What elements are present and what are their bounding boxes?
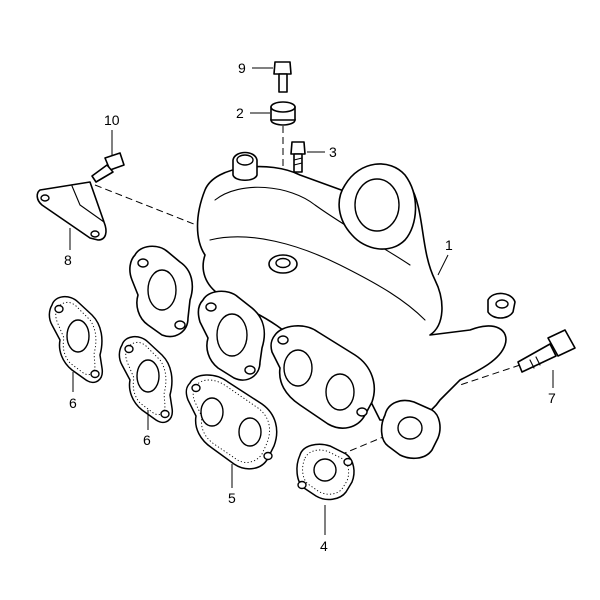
callout-1: 1 [445,237,453,253]
gasket-6b [118,336,174,424]
callout-9: 9 [238,60,246,76]
bolt-10 [91,152,125,183]
callout-3: 3 [329,144,337,160]
cap-2 [270,101,296,126]
callout-8: 8 [64,252,72,268]
callouts: 9 2 3 10 1 8 7 6 6 5 4 [64,60,556,554]
gasket-4 [296,443,355,501]
callout-6b: 6 [143,432,151,448]
gasket-5 [185,374,278,470]
bracket-8 [36,181,107,241]
intake-manifold [129,151,516,460]
bolt-9 [273,61,292,93]
callout-4: 4 [320,538,328,554]
gasket-6a [48,296,104,384]
callout-2: 2 [236,105,244,121]
leader-lines [69,67,554,535]
bolt-7 [517,329,576,373]
callout-10: 10 [104,112,120,128]
callout-5: 5 [228,490,236,506]
callout-6a: 6 [69,395,77,411]
bolt-3 [290,141,306,173]
callout-7: 7 [548,390,556,406]
